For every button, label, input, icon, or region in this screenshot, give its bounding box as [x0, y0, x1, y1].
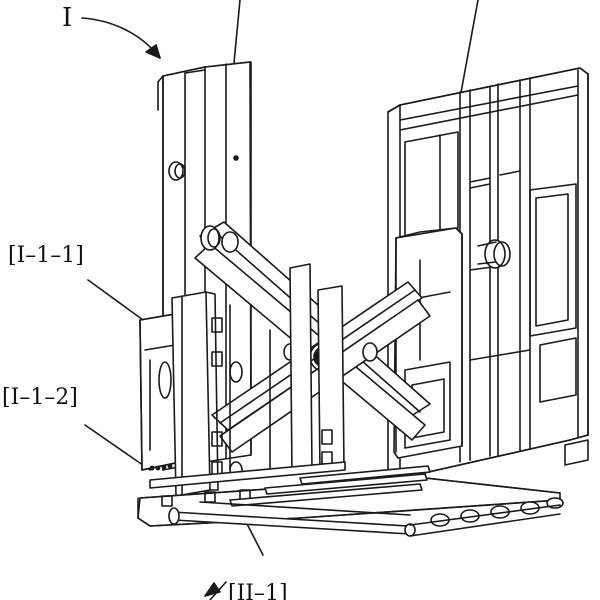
part-label-1-1-2: [I–1–2] [2, 385, 78, 410]
part-label-2-1: [II–1] [228, 581, 288, 600]
fork-rollers [168, 465, 564, 537]
front-clamp [139, 291, 243, 497]
base-platform [137, 461, 561, 527]
assembly-label: I [62, 3, 72, 33]
part-label-1-1-1: [I–1–1] [8, 243, 84, 268]
